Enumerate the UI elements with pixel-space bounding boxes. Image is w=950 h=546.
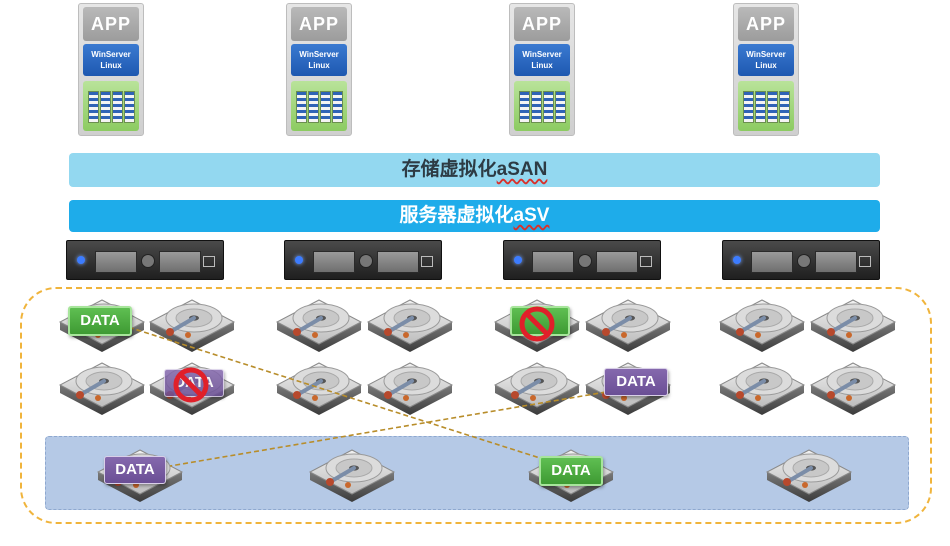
data-block-purple-backup: DATA <box>104 456 166 484</box>
memory-chip-icon <box>83 81 139 131</box>
server-chassis-icon <box>284 240 442 280</box>
memory-chip-icon <box>291 81 347 131</box>
server-chassis-icon <box>66 240 224 280</box>
server-virtualization-bar: 服务器虚拟化aSV <box>69 200 880 232</box>
memory-chip-icon <box>555 91 566 123</box>
app-label: APP <box>83 7 139 41</box>
memory-chip-icon <box>531 91 542 123</box>
server-chassis-icon <box>722 240 880 280</box>
app-label: APP <box>291 7 347 41</box>
server-layer-suffix: aSV <box>513 205 550 226</box>
server-layer-prefix: 服务器虚拟化 <box>399 205 514 226</box>
app-label: APP <box>514 7 570 41</box>
storage-layer-suffix: aSAN <box>496 159 548 180</box>
data-block-purple: DATA <box>604 368 668 396</box>
ban-icon <box>172 366 210 404</box>
memory-chip-icon <box>743 91 754 123</box>
memory-chip-icon <box>779 91 790 123</box>
memory-chip-icon <box>320 91 331 123</box>
ban-icon <box>518 305 556 343</box>
memory-chip-icon <box>332 91 343 123</box>
server-chassis-icon <box>503 240 661 280</box>
app-label: APP <box>738 7 794 41</box>
memory-chip-icon <box>124 91 135 123</box>
memory-chip-icon <box>296 91 307 123</box>
memory-chip-icon <box>112 91 123 123</box>
memory-chip-icon <box>514 81 570 131</box>
storage-pool-region <box>20 287 932 524</box>
storage-virtualization-bar: 存储虚拟化aSAN <box>69 153 880 187</box>
memory-chip-icon <box>543 91 554 123</box>
memory-chip-icon <box>100 91 111 123</box>
backup-disk-band <box>45 436 909 510</box>
memory-chip-icon <box>308 91 319 123</box>
memory-chip-icon <box>519 91 530 123</box>
storage-layer-prefix: 存储虚拟化 <box>401 159 497 180</box>
migration-line <box>105 319 566 467</box>
migration-line <box>169 391 607 467</box>
memory-chip-icon <box>88 91 99 123</box>
memory-chip-icon <box>738 81 794 131</box>
data-block-green-backup: DATA <box>539 456 603 486</box>
memory-chip-icon <box>767 91 778 123</box>
memory-chip-icon <box>755 91 766 123</box>
data-block-green: DATA <box>68 306 132 336</box>
